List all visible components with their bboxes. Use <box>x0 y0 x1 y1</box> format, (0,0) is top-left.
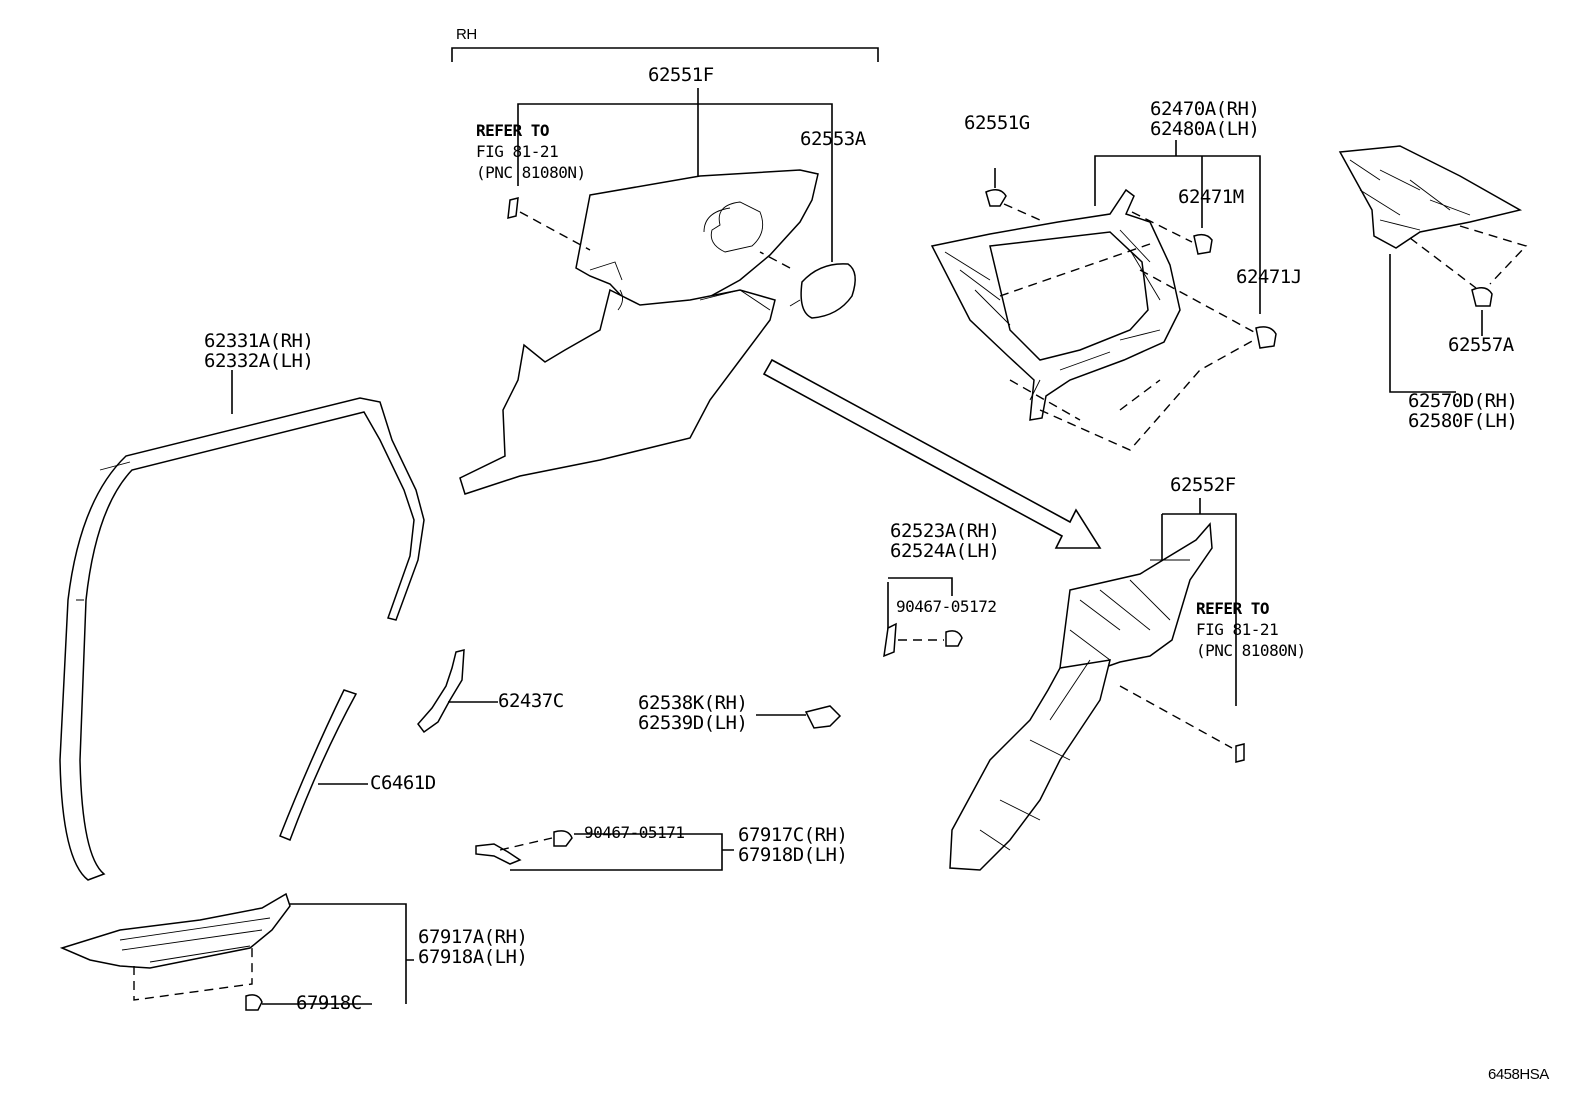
label-67918D: 67918D(LH) <box>738 844 848 866</box>
clip-90467-05171 <box>553 830 573 847</box>
label-C6461D: C6461D <box>370 772 436 794</box>
leader-62570D <box>1389 254 1483 393</box>
label-62551G: 62551G <box>964 112 1030 134</box>
leader-67917C <box>510 833 734 871</box>
refer-clip-2 <box>1235 743 1245 763</box>
label-62331A: 62331A(RH) <box>204 330 314 352</box>
label-67918C: 67918C <box>296 992 362 1014</box>
dash-refer-clip-1 <box>519 211 591 251</box>
clip-62538K <box>804 705 842 729</box>
direction-arrow <box>762 358 1102 549</box>
label-62523A: 62523A(RH) <box>890 520 1000 542</box>
refer-label-2a: REFER TO <box>1196 599 1270 618</box>
refer-label-1a: REFER TO <box>476 121 550 140</box>
label-62557A: 62557A <box>1448 334 1514 356</box>
label-62471M: 62471M <box>1178 186 1244 208</box>
leader-62470A <box>1094 140 1261 314</box>
label-62524A: 62524A(LH) <box>890 540 1000 562</box>
label-62471J: 62471J <box>1236 266 1302 288</box>
refer-label-2b: FIG 81-21 <box>1196 620 1279 639</box>
label-67918A: 67918A(LH) <box>418 946 528 968</box>
label-62437C: 62437C <box>498 690 564 712</box>
label-62480A: 62480A(LH) <box>1150 118 1260 140</box>
label-90467-05172: 90467-05172 <box>896 597 997 616</box>
strip-C6461D <box>279 689 358 841</box>
part-67917C <box>475 843 522 865</box>
trim-62570D <box>1338 145 1523 249</box>
label-62538K: 62538K(RH) <box>638 692 748 714</box>
label-62552F: 62552F <box>1170 474 1236 496</box>
rh-bracket <box>451 47 879 62</box>
scuff-plate-67917A <box>59 892 291 969</box>
leader-67917A <box>262 903 414 1005</box>
figure-code: 6458HSA <box>1488 1066 1549 1083</box>
label-62580F: 62580F(LH) <box>1408 410 1518 432</box>
refer-clip-1 <box>507 197 519 219</box>
label-67917C: 67917C(RH) <box>738 824 848 846</box>
bracket-62437C <box>417 649 465 734</box>
refer-label-2c: (PNC 81080N) <box>1196 641 1306 660</box>
quarter-trim-panel-62551F <box>459 169 819 495</box>
part-62523A <box>883 622 897 658</box>
rh-group-label: RH <box>456 26 477 43</box>
label-62470A: 62470A(RH) <box>1150 98 1260 120</box>
label-62332A: 62332A(LH) <box>204 350 314 372</box>
leader-62551F <box>517 88 833 262</box>
clip-90467-05172 <box>945 630 963 647</box>
label-62553A: 62553A <box>800 128 866 150</box>
clip-62471M <box>1193 233 1213 255</box>
luggage-trim-62552F <box>949 522 1213 871</box>
label-62570D: 62570D(RH) <box>1408 390 1518 412</box>
label-62551F: 62551F <box>648 64 714 86</box>
label-67917A: 67917A(RH) <box>418 926 528 948</box>
clip-67918C <box>245 994 263 1011</box>
label-62539D: 62539D(LH) <box>638 712 748 734</box>
label-90467-05171: 90467-05171 <box>584 823 685 842</box>
clip-62557A <box>1471 287 1493 307</box>
clip-62471J <box>1255 326 1277 349</box>
cover-62553A <box>800 263 856 319</box>
upper-trim-62470A <box>930 188 1181 421</box>
refer-label-1b: FIG 81-21 <box>476 142 559 161</box>
clip-62551G <box>985 189 1007 207</box>
weatherstrip-62331A <box>59 397 425 881</box>
refer-label-1c: (PNC 81080N) <box>476 163 586 182</box>
